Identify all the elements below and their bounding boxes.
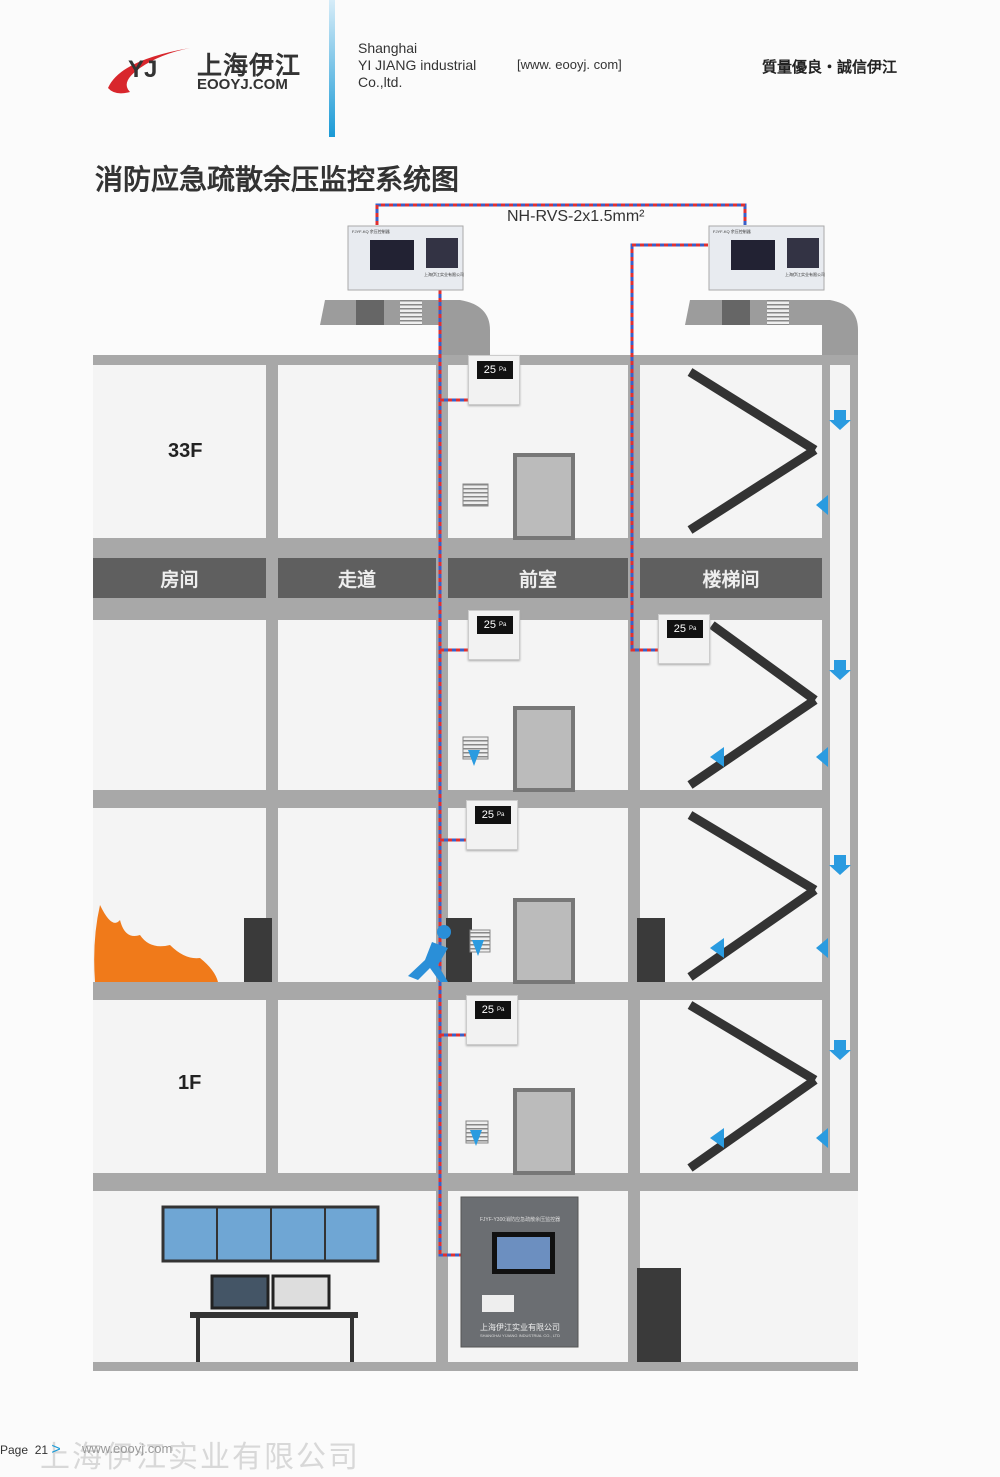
floor-label-33f: 33F: [168, 440, 203, 462]
controller-maker: 上海伊江实业有限公司: [785, 272, 825, 277]
video-wall: [161, 1205, 380, 1263]
workstation: [190, 1274, 358, 1362]
fire-icon: [94, 905, 218, 982]
controller-maker: 上海伊江实业有限公司: [424, 272, 464, 277]
evacuating-person-icon: [408, 925, 451, 982]
sensor-unit: Pa: [498, 367, 507, 373]
footer-arrow-icon: >: [51, 1441, 61, 1458]
stairs: [687, 368, 818, 1172]
floor-label-1f: 1F: [178, 1072, 202, 1094]
footer-page: Page 21 >: [0, 1441, 61, 1459]
logo-chinese: 上海伊江: [197, 52, 302, 80]
page-title: 消防应急疏散余压监控系统图: [95, 164, 460, 195]
room-label: 房间: [93, 558, 266, 598]
panel-maker: 上海伊江实业有限公司: [480, 1323, 560, 1332]
page-number: 21: [34, 1443, 49, 1457]
sensor-value: 25: [481, 809, 494, 821]
slogan: 質量優良・誠信伊江: [762, 59, 898, 76]
page-label: Page: [0, 1443, 29, 1457]
sensor-value: 25: [483, 619, 496, 631]
wiring: [375, 203, 747, 1257]
footer-website: www.eooyj.com: [82, 1441, 173, 1456]
cable-label: NH-RVS-2x1.5mm²: [507, 208, 645, 225]
logo-swoosh-icon: [108, 48, 190, 94]
air-duct: [320, 300, 858, 355]
company-line: YI JIANG industrial: [358, 57, 477, 73]
airflow-arrows: [468, 410, 851, 1148]
logo-english: EOOYJ.COM: [197, 76, 288, 93]
company-name: Shanghai YI JIANG industrial Co.,ltd.: [358, 40, 476, 91]
header-divider: [329, 0, 335, 137]
sensor-value: 25: [483, 364, 496, 376]
sensor-unit: Pa: [498, 622, 507, 628]
corridor-label: 走道: [278, 558, 436, 598]
monitoring-panel: [460, 1196, 579, 1348]
company-line: Shanghai: [358, 40, 418, 56]
sensor-unit: Pa: [496, 812, 505, 818]
elevators: [513, 453, 575, 1175]
panel-maker-en: SHANGHAI YIJIANG INDUSTRIAL CO., LTD: [480, 1333, 560, 1338]
stairwell-label: 楼梯间: [640, 558, 822, 598]
footer-watermark: 上海伊江实业有限公司: [40, 1441, 360, 1474]
sensor-value: 25: [481, 1004, 494, 1016]
controller-title: FJYF-KQ 余压控制器: [713, 229, 751, 234]
header-website: [www. eooyj. com]: [517, 57, 622, 72]
sensor-value: 25: [673, 623, 686, 635]
panel-title: FJYF-Y300消防应急疏散余压监控器: [479, 1217, 561, 1223]
controller-title: FJYF-KQ 余压控制器: [352, 229, 390, 234]
sensor-unit: Pa: [688, 626, 697, 632]
company-line: Co.,ltd.: [358, 74, 403, 90]
sensor-unit: Pa: [496, 1007, 505, 1013]
antechamber-label: 前室: [448, 558, 628, 598]
logo-mark: YJ: [128, 56, 158, 83]
doors: [244, 918, 681, 1362]
controller-unit: [347, 225, 825, 291]
